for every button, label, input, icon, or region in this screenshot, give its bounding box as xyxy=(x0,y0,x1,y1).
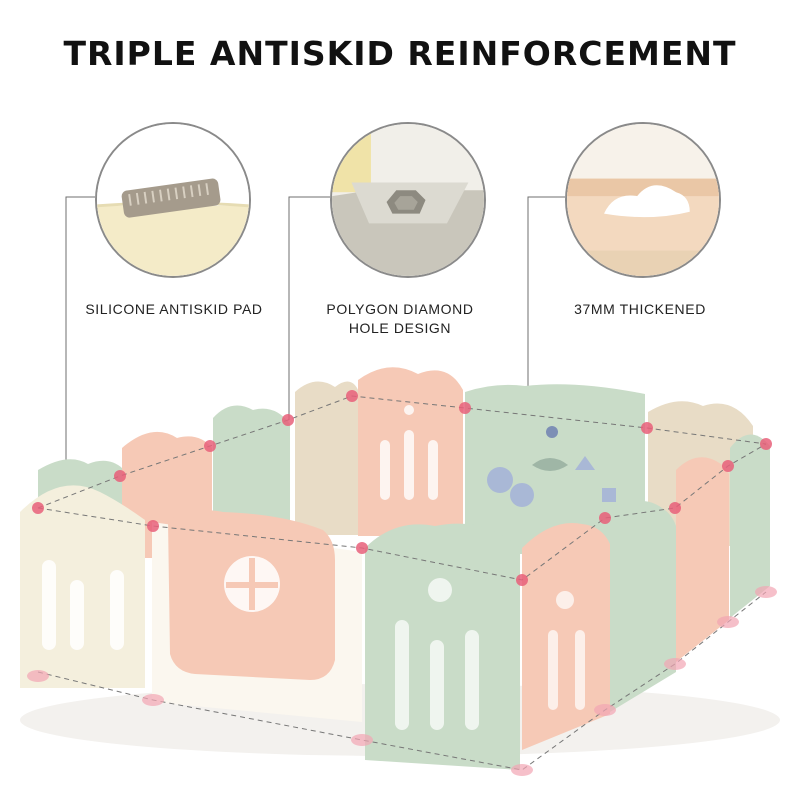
joint-markers xyxy=(27,390,777,776)
front-panels xyxy=(20,434,770,770)
polygon-hole-closeup-icon xyxy=(330,122,486,278)
feature-label-silicone-pad: SILICONE ANTISKID PAD xyxy=(85,301,263,317)
dashed-frame xyxy=(37,395,767,771)
thickened-panel-closeup-icon xyxy=(565,122,721,278)
feature-label-thickened: 37MM THICKENED xyxy=(574,301,706,317)
headline: TRIPLE ANTISKID REINFORCEMENT xyxy=(63,34,737,73)
feature-label-polygon-hole: POLYGON DIAMOND HOLE DESIGN xyxy=(300,300,500,338)
silicone-pad-closeup-icon xyxy=(95,122,251,278)
feature-label-polygon-hole-line-2: HOLE DESIGN xyxy=(348,320,452,336)
feature-label-polygon-hole-line-1: POLYGON DIAMOND xyxy=(326,301,474,317)
